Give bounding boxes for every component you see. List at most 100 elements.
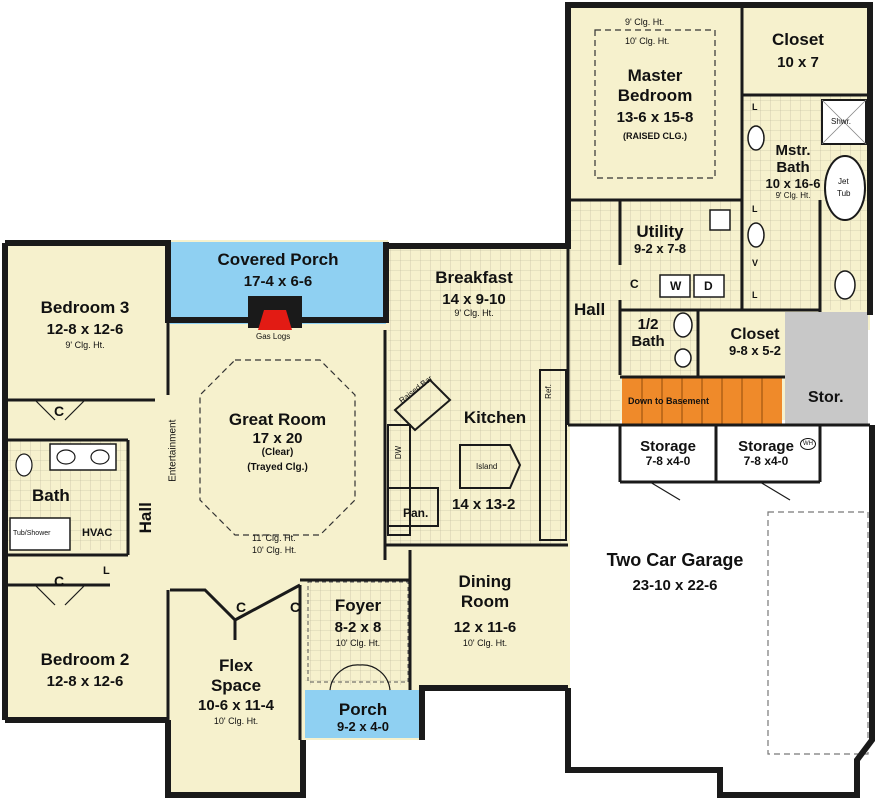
stair-treads	[641, 378, 763, 426]
master-closet-name: Closet	[772, 30, 824, 49]
jet-tub-label-2: Tub	[837, 189, 851, 198]
tub-shower-label: Tub/Shower	[13, 530, 51, 537]
covered-porch-name: Covered Porch	[217, 250, 339, 269]
interior-walls	[8, 5, 870, 740]
bedroom-2-name: Bedroom 2	[40, 650, 130, 669]
bedroom-3-ceiling: 9' Clg. Ht.	[65, 339, 105, 350]
flex-closet: C	[236, 599, 247, 615]
garage-door-outline	[767, 511, 869, 755]
covered-porch-dims: 17-4 x 6-6	[243, 272, 313, 290]
kitchen-counter-left	[387, 424, 411, 536]
gas-logs-label: Gas Logs	[256, 332, 291, 341]
master-sink-1	[747, 125, 765, 151]
porch-dims: 9-2 x 4-0	[336, 718, 390, 734]
utility-label: Utility 9-2 x 7-8	[620, 222, 700, 256]
bedroom-2-label: Bedroom 2 12-8 x 12-6	[20, 650, 150, 690]
closet-right-name: Closet	[730, 326, 780, 343]
pantry-box	[387, 487, 439, 527]
great-room-note-1: (Clear)	[261, 446, 294, 458]
bath-left-sink-1	[56, 449, 76, 465]
bedroom-2-dims: 12-8 x 12-6	[46, 672, 124, 690]
porch-label: Porch 9-2 x 4-0	[310, 700, 416, 734]
flex-space-name-2: Space	[210, 675, 262, 695]
bedroom-2-closet: C	[54, 573, 65, 589]
breakfast-ceiling: 9' Clg. Ht.	[454, 307, 494, 318]
closet-right-label: Closet 9-8 x 5-2	[710, 326, 800, 359]
dining-room-ceiling: 10' Clg. Ht.	[462, 638, 508, 649]
porch-name: Porch	[338, 700, 388, 719]
great-room-name: Great Room	[228, 410, 327, 429]
great-room-ceiling-1: 11' Clg. Ht.	[252, 533, 296, 543]
washer	[659, 274, 691, 298]
dishwasher-label: DW	[394, 445, 404, 460]
bath-left-label: Bath	[32, 486, 70, 505]
master-bedroom-label: Master Bedroom 13-6 x 15-8 (RAISED CLG.)	[592, 66, 718, 142]
master-bedroom-ceiling-bottom: 10' Clg. Ht.	[625, 36, 670, 46]
great-room-label: Great Room 17 x 20 (Clear) (Trayed Clg.)	[210, 410, 345, 474]
garage-dims: 23-10 x 22-6	[632, 576, 718, 594]
foyer-closet: C	[290, 599, 301, 615]
shower-label: Shwr.	[831, 117, 852, 126]
dining-room-name-1: Dining	[458, 572, 512, 591]
island-label: Island	[476, 462, 498, 471]
master-bedroom-ceiling-top: 9' Clg. Ht.	[625, 17, 665, 27]
storage-1-name: Storage	[640, 438, 696, 455]
tub-shower	[9, 517, 71, 551]
utility-sink	[709, 209, 731, 231]
breakfast-dims: 14 x 9-10	[442, 290, 506, 308]
breakfast-label: Breakfast 14 x 9-10 9' Clg. Ht.	[414, 268, 534, 318]
dining-room-label: Dining Room 12 x 11-6 10' Clg. Ht.	[425, 572, 545, 649]
kitchen-island	[459, 444, 522, 489]
storage-1-dims: 7-8 x4-0	[645, 454, 691, 469]
hall-left-label: Hall	[135, 502, 155, 534]
half-bath-sink	[674, 348, 692, 368]
master-bedroom-note: (RAISED CLG.)	[623, 131, 687, 142]
kitchen-label: Kitchen	[440, 408, 550, 428]
storage-2-name: Storage	[738, 438, 794, 455]
kitchen-dims: 14 x 13-2	[452, 496, 516, 513]
kitchen-name: Kitchen	[463, 408, 527, 427]
hall-right-label: Hall	[574, 300, 606, 319]
master-linen-2: L	[752, 204, 758, 214]
pantry-label: Pan.	[403, 506, 429, 520]
master-tray-outline	[594, 29, 716, 179]
master-closet-label: Closet 10 x 7	[762, 30, 834, 71]
dryer	[693, 274, 725, 298]
utility-name: Utility	[636, 222, 684, 241]
garage-name: Two Car Garage	[606, 550, 744, 570]
flex-space-name-1: Flex	[218, 656, 254, 675]
front-porch-area	[305, 690, 420, 738]
water-heater-label: WH	[800, 438, 816, 450]
master-bedroom-name-1: Master	[627, 66, 683, 85]
master-bath-dims: 10 x 16-6	[765, 175, 821, 191]
hvac-label: HVAC	[82, 527, 113, 539]
washer-label: W	[670, 279, 682, 293]
utility-closet: C	[630, 277, 639, 291]
master-bath-label: Mstr. Bath 10 x 16-6 9' Clg. Ht.	[750, 142, 836, 201]
master-bath-name-1: Mstr.	[775, 142, 811, 159]
dining-room-dims: 12 x 11-6	[453, 619, 517, 637]
great-room-dims: 17 x 20	[252, 429, 303, 447]
bath-left-sink-2	[90, 449, 110, 465]
great-room-tray-outline	[199, 359, 356, 536]
master-linen-3: L	[752, 290, 758, 300]
master-toilet	[834, 270, 856, 300]
garage-label: Two Car Garage 23-10 x 22-6	[580, 550, 770, 594]
stor-area	[785, 312, 868, 425]
half-bath-name-2: Bath	[631, 333, 665, 351]
refrigerator-label: Ref.	[543, 384, 553, 399]
dryer-label: D	[704, 279, 713, 293]
storage-1-label: Storage 7-8 x4-0	[628, 438, 708, 469]
linen-label: L	[103, 565, 110, 577]
bedroom-3-dims: 12-8 x 12-6	[46, 320, 124, 338]
foyer-name: Foyer	[334, 596, 382, 615]
fireplace-fire	[258, 310, 292, 330]
covered-porch-label: Covered Porch 17-4 x 6-6	[170, 250, 386, 290]
foyer-label: Foyer 8-2 x 8 10' Clg. Ht.	[318, 596, 398, 648]
bath-left-closet: C	[54, 403, 65, 419]
kitchen-counter-right	[539, 369, 567, 541]
stairs-label: Down to Basement	[628, 396, 710, 406]
bath-left-toilet	[15, 453, 33, 477]
jet-tub	[824, 155, 866, 221]
flex-space-ceiling: 10' Clg. Ht.	[213, 716, 259, 727]
